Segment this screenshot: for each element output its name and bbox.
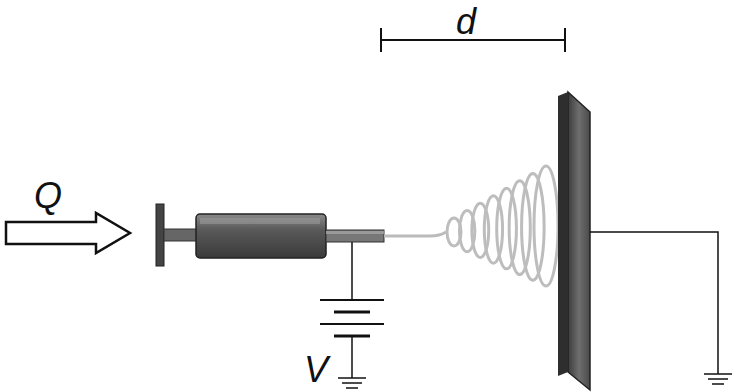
whipping-coils [447,166,558,286]
syringe [156,204,384,266]
flow-arrow [6,213,130,253]
polymer-jet [384,232,446,236]
collector-plate-face [558,92,568,376]
coil-loop [497,188,517,269]
coil-loop [509,181,530,275]
distance-label: d [456,4,476,40]
ground-wire [590,232,732,384]
voltage-source [320,242,384,388]
coil-loop [534,166,558,286]
voltage-label: V [304,352,328,388]
collector-plate [568,92,590,390]
flow-rate-label: Q [34,178,62,214]
